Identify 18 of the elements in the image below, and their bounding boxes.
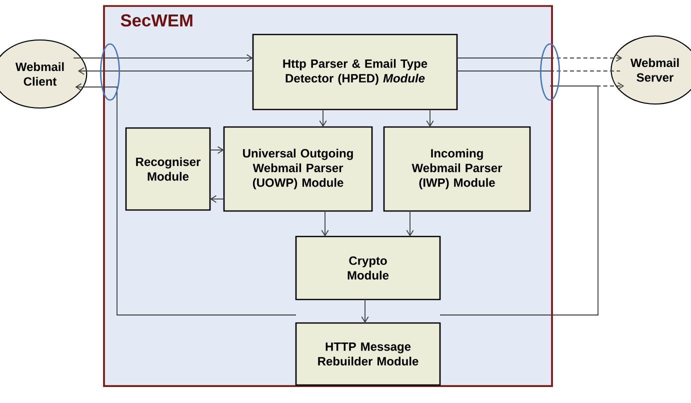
connector-arrow (456, 54, 622, 62)
connector-arrow (78, 67, 254, 75)
connector-arrow (319, 109, 327, 127)
connector-arrow (210, 195, 224, 203)
connector-arrow (321, 210, 329, 236)
module-box: Incoming Webmail Parser (IWP) Module (383, 126, 531, 212)
module-box: Universal Outgoing Webmail Parser (UOWP) Module (223, 126, 373, 212)
module-box: Crypto Module (295, 236, 441, 300)
connector-arrow (406, 210, 414, 236)
connector-arrow (75, 83, 296, 316)
connector-arrow (361, 299, 369, 323)
module-box: Recogniser Module (125, 127, 211, 211)
connector-arrow (73, 54, 253, 62)
module-box: HTTP Message Rebuilder Module (295, 322, 441, 386)
connector-arrow (426, 109, 434, 127)
module-box: Http Parser & Email Type Detector (HPED) Module (252, 34, 458, 110)
connector-arrow (440, 82, 624, 316)
connector-arrow (210, 146, 224, 154)
